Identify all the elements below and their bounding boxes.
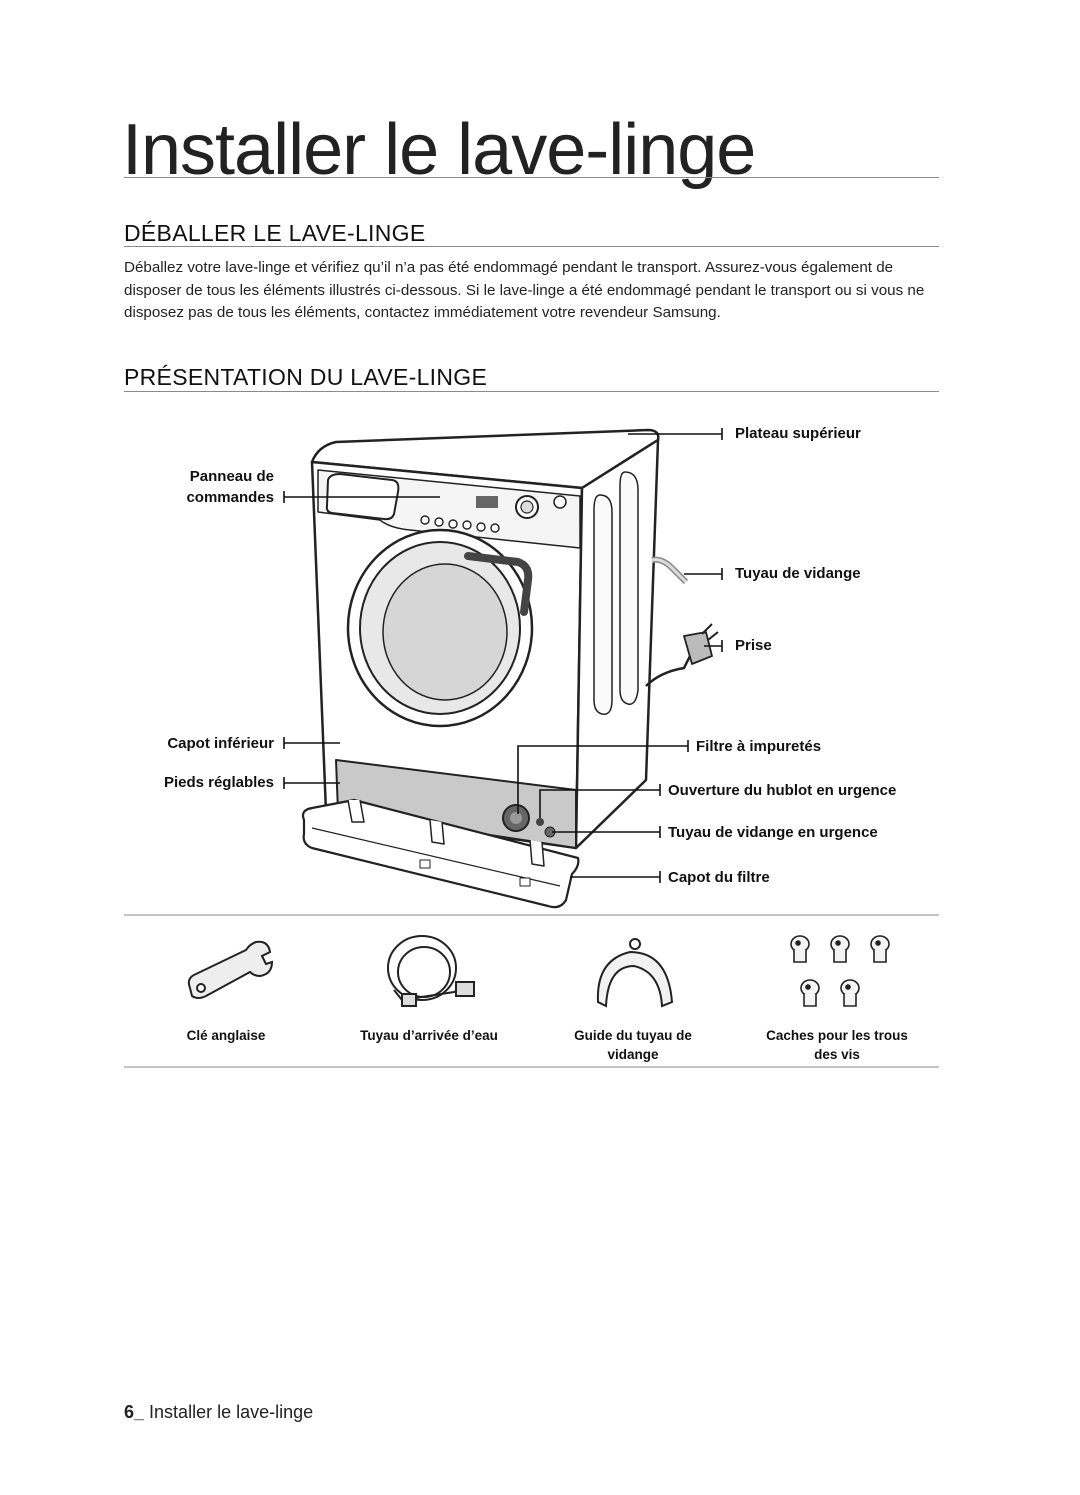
leader-plug <box>704 640 723 652</box>
section-rule <box>124 246 939 247</box>
label-control-panel-line1: Panneau de <box>189 468 274 485</box>
label-bottom-cover: Capot inférieur <box>167 735 274 752</box>
label-top-cover: Plateau supérieur <box>735 425 861 442</box>
label-emergency-drain-tube: Tuyau de vidange en urgence <box>668 824 878 841</box>
label-plug: Prise <box>735 637 772 654</box>
label-adjustable-feet: Pieds réglables <box>163 774 274 791</box>
bolt-hole-caps-icon <box>790 935 890 1007</box>
unpacking-paragraph: Déballez votre lave-linge et vérifiez qu… <box>124 259 925 321</box>
leader-feet <box>283 777 340 789</box>
leader-filter-cover <box>570 871 661 883</box>
spanner-icon <box>187 940 274 999</box>
section-rule <box>124 391 939 392</box>
leader-drain-hose <box>684 568 723 580</box>
page-number: 6_ <box>124 1402 145 1422</box>
hose-guide-icon <box>596 938 674 1008</box>
leader-top-cover <box>628 428 723 440</box>
washing-machine-illustration <box>301 428 719 909</box>
leader-control-panel <box>283 491 440 503</box>
accessory-label-hose-guide-line1: Guide du tuyau de <box>574 1028 692 1043</box>
accessory-label-bolt-caps-line2: des vis <box>814 1047 860 1062</box>
water-supply-hose-icon <box>387 935 475 1007</box>
accessory-label-bolt-caps-line1: Caches pour les trous <box>766 1028 908 1043</box>
top-cover-shape <box>310 428 660 490</box>
section-heading-unpacking: DÉBALLER LE LAVE-LINGE <box>124 220 426 246</box>
leader-filter <box>517 740 689 814</box>
label-emergency-door-release: Ouverture du hublot en urgence <box>668 782 897 799</box>
label-drain-hose: Tuyau de vidange <box>735 565 861 582</box>
leader-emergency-release <box>539 784 661 818</box>
label-control-panel-line2: commandes <box>186 489 274 506</box>
machine-side <box>574 438 660 850</box>
page-title: Installer le lave-linge <box>122 110 756 190</box>
page-footer: 6_ Installer le lave-linge <box>124 1402 313 1423</box>
base-tray <box>301 798 580 909</box>
accessory-label-hose-guide-line2: vidange <box>607 1047 659 1062</box>
accessory-label-spanner: Clé anglaise <box>186 1028 266 1043</box>
leader-lines <box>283 428 723 883</box>
leader-bottom-cover <box>283 737 340 749</box>
label-filter-cover: Capot du filtre <box>668 869 770 886</box>
footer-text: Installer le lave-linge <box>149 1402 314 1422</box>
label-debris-filter: Filtre à impuretés <box>696 738 822 755</box>
section-heading-overview: PRÉSENTATION DU LAVE-LINGE <box>124 364 488 390</box>
title-rule <box>124 177 939 178</box>
accessory-label-water-hose: Tuyau d’arrivée d’eau <box>360 1028 498 1043</box>
leader-emergency-drain <box>552 826 661 838</box>
